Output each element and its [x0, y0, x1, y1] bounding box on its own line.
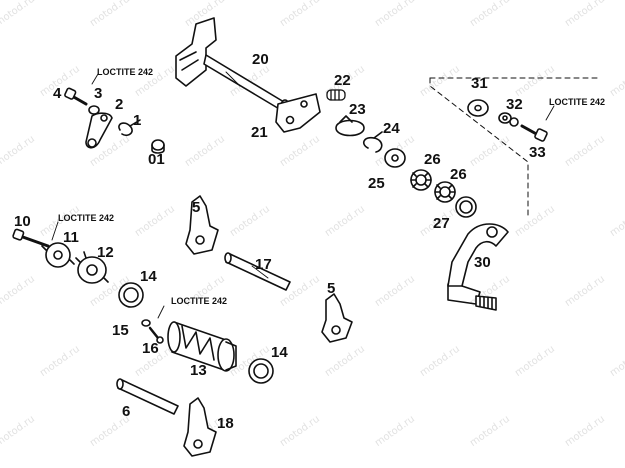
loctite-note: LOCTITE 242	[549, 97, 606, 107]
part-number: 3	[94, 85, 103, 102]
bolt	[520, 124, 548, 142]
loctite-note: LOCTITE 242	[97, 67, 154, 77]
kickstart-lever	[447, 223, 509, 311]
needle-bearing	[434, 181, 456, 203]
locating-pin	[141, 319, 151, 327]
small-bolt	[148, 326, 164, 344]
bushing	[151, 139, 165, 154]
part-number: 12	[97, 244, 114, 261]
part-number: 4	[53, 85, 62, 102]
part-number: 24	[383, 120, 400, 137]
part-number: 23	[349, 101, 366, 118]
kickstart-group-frame	[429, 77, 601, 216]
shift-fork	[185, 195, 219, 255]
part-number: 32	[506, 96, 523, 113]
part-number: 26	[424, 151, 441, 168]
part-number: 10	[14, 213, 31, 230]
part-number: 26	[450, 166, 467, 183]
lever-spring	[118, 119, 141, 137]
bearing	[248, 358, 274, 384]
needle-bearing	[410, 169, 432, 191]
oil-seal	[455, 196, 477, 218]
part-number: 20	[252, 51, 269, 68]
part-number: 11	[63, 229, 79, 246]
shift-cam	[75, 251, 109, 284]
part-number: 18	[217, 415, 234, 432]
part-number: 13	[190, 362, 207, 379]
bolt	[12, 228, 50, 248]
washer	[88, 105, 100, 115]
small-washer	[498, 112, 519, 127]
part-number: 33	[529, 144, 546, 161]
locking-lever	[85, 112, 113, 149]
shift-drum	[167, 321, 237, 372]
part-number: 5	[192, 199, 201, 216]
shift-fork	[321, 293, 353, 343]
part-number: 27	[433, 215, 450, 232]
loctite-note: LOCTITE 242	[58, 213, 115, 223]
shift-rod	[224, 252, 291, 291]
part-number: 21	[251, 124, 268, 141]
part-number: 22	[334, 72, 351, 89]
return-spring	[362, 131, 383, 153]
part-number: 31	[471, 75, 488, 92]
part-number: 15	[112, 322, 129, 339]
part-number: 17	[255, 256, 272, 273]
leader-lines	[51, 71, 555, 319]
part-number: 2	[115, 96, 124, 113]
shift-rod	[116, 378, 179, 415]
loctite-note: LOCTITE 242	[171, 296, 228, 306]
part-number: 16	[142, 340, 159, 357]
part-number: 6	[122, 403, 131, 420]
part-number: 5	[327, 280, 336, 297]
part-number: 1	[133, 112, 142, 129]
part-number: 14	[140, 268, 157, 285]
spring	[326, 89, 346, 101]
washer	[384, 148, 406, 168]
bolt	[64, 87, 88, 106]
retaining-clip	[335, 115, 365, 137]
part-number: 14	[271, 344, 288, 361]
shift-fork	[183, 397, 217, 457]
part-number: 25	[368, 175, 385, 192]
shift-shaft	[175, 17, 290, 113]
bearing	[118, 282, 144, 308]
part-number: 01	[148, 151, 165, 168]
shift-lever-plate	[275, 93, 321, 133]
shift-stopper	[41, 242, 75, 268]
part-number: 30	[474, 254, 491, 271]
rubber-washer	[467, 99, 489, 117]
